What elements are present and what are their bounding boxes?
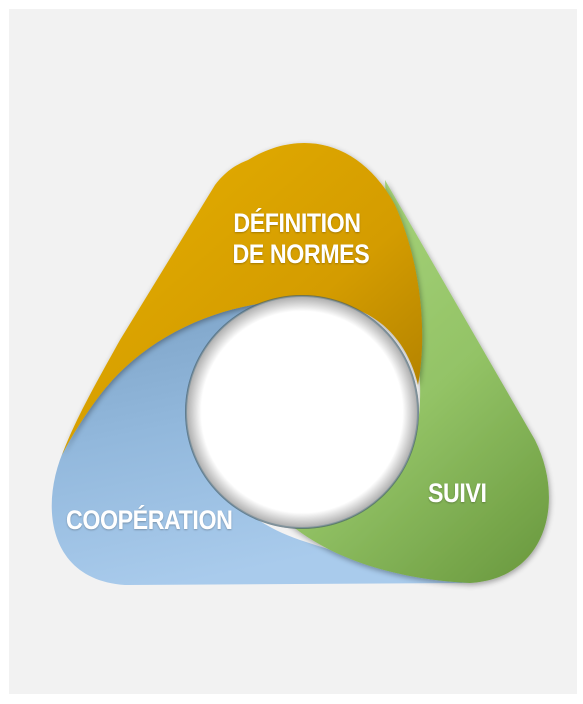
segment-definition-line-1: DÉFINITION (233, 208, 361, 238)
segment-definition-label: DÉFINITION DE NORMES (232, 208, 370, 270)
segment-suivi-label: SUIVI (428, 478, 487, 509)
segment-suivi-line-1: SUIVI (428, 478, 487, 508)
center-hole-shadow (185, 295, 419, 529)
segment-cooperation-label: COOPÉRATION (66, 505, 233, 536)
segment-suivi-shape (285, 180, 549, 583)
segment-cooperation-line-1: COOPÉRATION (66, 505, 233, 535)
center-hole-rim (185, 295, 419, 529)
segment-cooperation-shape (51, 294, 471, 585)
segment-definition-shape (62, 142, 423, 455)
segment-definition-line-2: DE NORMES (232, 239, 370, 269)
